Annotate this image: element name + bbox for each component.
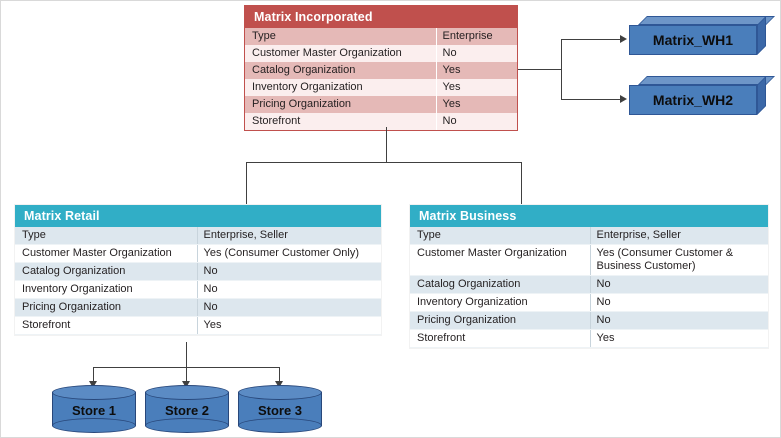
store-cylinder-2[interactable]: Store 2: [145, 385, 229, 433]
cylinder-top: [52, 385, 136, 400]
root-card-header: Matrix Incorporated: [245, 6, 517, 28]
warehouse-2-label: Matrix_WH2: [629, 85, 757, 115]
retail-row-value: Yes: [197, 316, 381, 335]
root-row-key: Inventory Organization: [245, 79, 437, 96]
business-row-key: Customer Master Organization: [410, 244, 591, 276]
root-row-key: Type: [245, 28, 437, 45]
box-side-face: [757, 16, 766, 55]
table-row: Customer Master Organization Yes (Consum…: [410, 244, 768, 276]
retail-row-key: Catalog Organization: [15, 262, 198, 281]
business-row-key: Type: [410, 227, 591, 245]
root-row-key: Catalog Organization: [245, 62, 437, 79]
retail-row-key: Type: [15, 227, 198, 245]
retail-row-key: Pricing Organization: [15, 298, 198, 317]
table-row: Type Enterprise, Seller: [15, 227, 381, 245]
connector-retail-drop: [186, 342, 187, 368]
warehouse-box-2[interactable]: Matrix_WH2: [629, 76, 775, 115]
root-row-value: Yes: [436, 62, 517, 79]
connector-to-store-1: [93, 367, 94, 382]
table-row: Inventory Organization Yes: [245, 79, 517, 96]
table-row: Catalog Organization No: [15, 262, 381, 281]
table-row: Customer Master Organization Yes (Consum…: [15, 244, 381, 263]
table-row: Catalog Organization No: [410, 275, 768, 294]
retail-row-value: No: [197, 298, 381, 317]
business-row-value: No: [590, 311, 768, 330]
box-top-face: [638, 16, 775, 25]
root-row-value: No: [436, 113, 517, 130]
business-row-key: Storefront: [410, 329, 591, 348]
warehouse-box-1[interactable]: Matrix_WH1: [629, 16, 775, 55]
business-card-header: Matrix Business: [410, 205, 768, 227]
cylinder-bottom: [145, 418, 229, 433]
business-row-key: Inventory Organization: [410, 293, 591, 312]
connector-root-to-warehouse-stem: [518, 69, 562, 70]
store-2-label: Store 2: [164, 402, 210, 418]
retail-organization-card[interactable]: Matrix Retail Type Enterprise, Seller Cu…: [14, 204, 382, 336]
retail-row-key: Storefront: [15, 316, 198, 335]
table-row: Inventory Organization No: [15, 280, 381, 299]
connector-to-store-2: [186, 367, 187, 382]
connector-to-business: [521, 162, 522, 204]
business-row-value: Yes: [590, 329, 768, 348]
business-row-value: Enterprise, Seller: [590, 227, 768, 245]
table-row: Pricing Organization Yes: [245, 96, 517, 113]
table-row: Storefront Yes: [15, 316, 381, 335]
connector-root-drop: [386, 127, 387, 163]
retail-row-value: Enterprise, Seller: [197, 227, 381, 245]
root-row-value: No: [436, 45, 517, 62]
business-row-value: No: [590, 293, 768, 312]
root-row-key: Storefront: [245, 113, 437, 130]
table-row: Inventory Organization No: [410, 293, 768, 312]
table-row: Catalog Organization Yes: [245, 62, 517, 79]
root-card-table: Type Enterprise Customer Master Organiza…: [245, 28, 517, 130]
connector-to-warehouse-2: [561, 99, 621, 100]
store-cylinder-3[interactable]: Store 3: [238, 385, 322, 433]
retail-card-table: Type Enterprise, Seller Customer Master …: [15, 227, 381, 335]
retail-card-header: Matrix Retail: [15, 205, 381, 227]
connector-to-retail: [246, 162, 247, 204]
business-row-value: Yes (Consumer Customer & Business Custom…: [590, 244, 768, 276]
root-row-key: Customer Master Organization: [245, 45, 437, 62]
cylinder-top: [238, 385, 322, 400]
arrow-to-warehouse-2-icon: [620, 95, 627, 103]
retail-row-value: No: [197, 280, 381, 299]
retail-row-key: Inventory Organization: [15, 280, 198, 299]
cylinder-bottom: [238, 418, 322, 433]
business-organization-card[interactable]: Matrix Business Type Enterprise, Seller …: [409, 204, 769, 349]
root-row-value: Yes: [436, 96, 517, 113]
box-side-face: [757, 76, 766, 115]
table-row: Customer Master Organization No: [245, 45, 517, 62]
table-row: Pricing Organization No: [410, 311, 768, 330]
store-cylinder-1[interactable]: Store 1: [52, 385, 136, 433]
root-row-value: Enterprise: [436, 28, 517, 45]
table-row: Pricing Organization No: [15, 298, 381, 317]
cylinder-top: [145, 385, 229, 400]
store-3-label: Store 3: [257, 402, 303, 418]
connector-to-warehouse-1: [561, 39, 621, 40]
box-top-face: [638, 76, 775, 85]
arrow-to-warehouse-1-icon: [620, 35, 627, 43]
table-row: Storefront Yes: [410, 329, 768, 348]
retail-row-key: Customer Master Organization: [15, 244, 198, 263]
root-row-key: Pricing Organization: [245, 96, 437, 113]
business-row-key: Catalog Organization: [410, 275, 591, 294]
connector-child-bus: [246, 162, 522, 163]
retail-row-value: No: [197, 262, 381, 281]
table-row: Type Enterprise: [245, 28, 517, 45]
table-row: Type Enterprise, Seller: [410, 227, 768, 245]
business-card-table: Type Enterprise, Seller Customer Master …: [410, 227, 768, 348]
retail-row-value: Yes (Consumer Customer Only): [197, 244, 381, 263]
connector-warehouse-riser: [561, 39, 562, 100]
root-organization-card[interactable]: Matrix Incorporated Type Enterprise Cust…: [244, 5, 518, 131]
cylinder-bottom: [52, 418, 136, 433]
root-row-value: Yes: [436, 79, 517, 96]
store-1-label: Store 1: [71, 402, 117, 418]
connector-to-store-3: [279, 367, 280, 382]
business-row-value: No: [590, 275, 768, 294]
warehouse-1-label: Matrix_WH1: [629, 25, 757, 55]
business-row-key: Pricing Organization: [410, 311, 591, 330]
table-row: Storefront No: [245, 113, 517, 130]
